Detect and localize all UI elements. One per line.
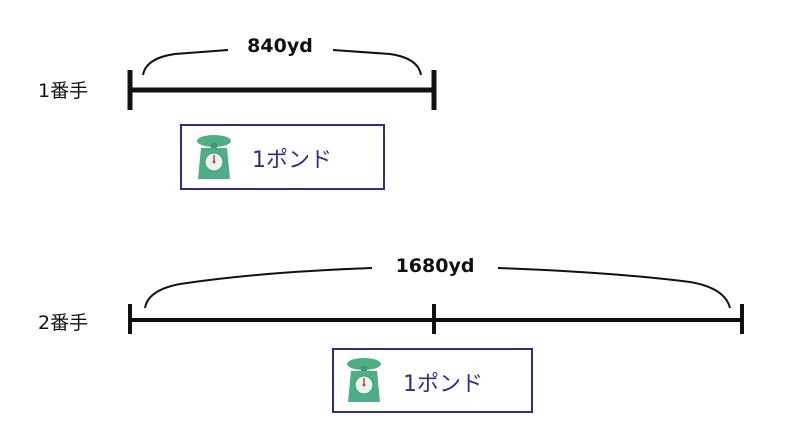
row-2: 2番手 1680yd 1ポンド [38, 255, 744, 413]
row-2-brace-right [497, 267, 731, 309]
row-2-weight-label: 1ポンド [403, 372, 483, 397]
scale-icon [197, 135, 231, 179]
scale-icon [347, 358, 381, 402]
row-1-brace-right [332, 49, 422, 76]
row-1-label: 1番手 [38, 80, 88, 102]
row-2-length-label: 1680yd [396, 255, 475, 277]
row-2-brace-left [144, 267, 373, 309]
row-1-brace-left [142, 49, 229, 76]
row-2-label: 2番手 [38, 312, 88, 334]
row-1-weight-label: 1ポンド [252, 148, 332, 173]
row-1: 1番手 840yd 1ポンド [38, 35, 437, 190]
row-1-length-label: 840yd [247, 35, 313, 57]
